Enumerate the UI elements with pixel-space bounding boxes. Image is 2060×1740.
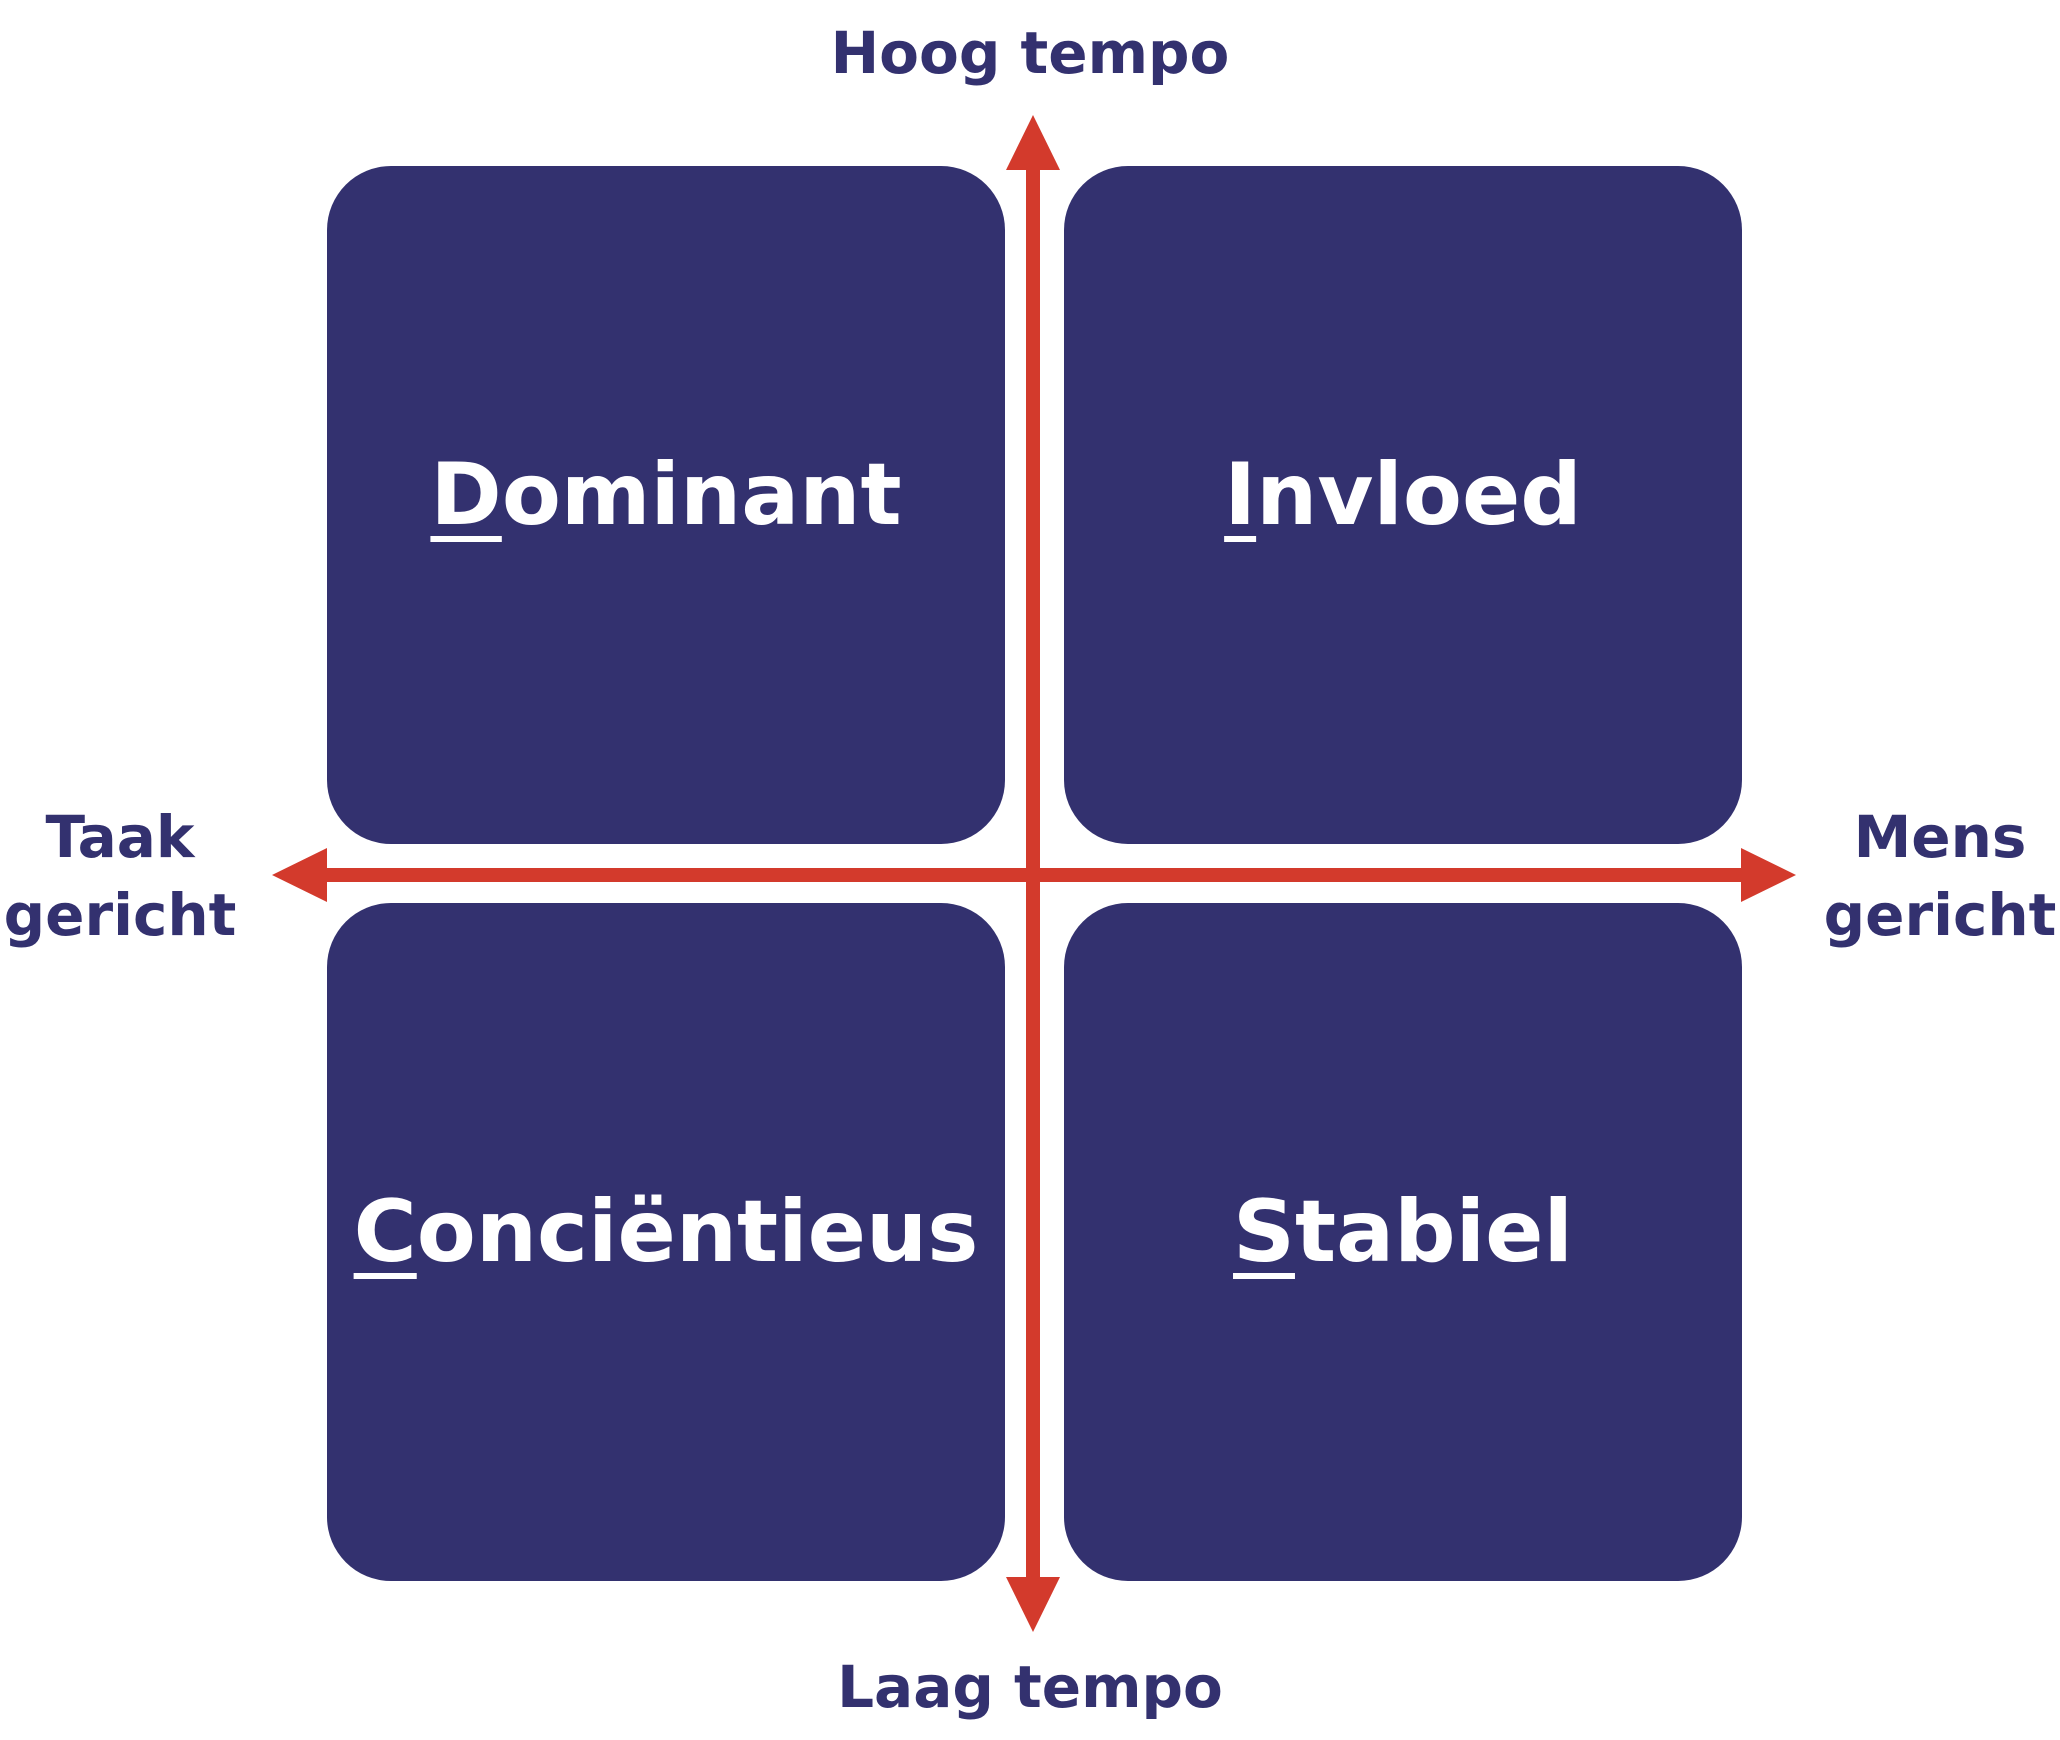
axis-label-right-line2: gericht <box>1823 881 2057 949</box>
quadrant-dominant-rest: ominant <box>501 445 902 545</box>
axis-label-right-line1: Mens <box>1853 803 2027 871</box>
axis-label-right: Mens gericht <box>1820 798 2060 954</box>
arrow-up-icon <box>1006 115 1060 170</box>
quadrant-concientieus-initial: C <box>353 1182 417 1282</box>
horizontal-axis-line <box>315 868 1755 882</box>
arrow-right-icon <box>1741 848 1796 902</box>
quadrant-dominant: Dominant <box>327 166 1005 844</box>
quadrant-concientieus: Conciëntieus <box>327 903 1005 1581</box>
axis-label-left-line1: Taak <box>45 803 195 871</box>
quadrant-invloed-rest: nvloed <box>1256 445 1582 545</box>
quadrant-concientieus-label: Conciëntieus <box>354 1182 979 1282</box>
quadrant-stabiel: Stabiel <box>1064 903 1742 1581</box>
quadrant-invloed-initial: I <box>1224 445 1257 545</box>
quadrant-concientieus-rest: onciëntieus <box>416 1182 979 1282</box>
quadrant-invloed-label: Invloed <box>1224 445 1582 545</box>
axis-label-bottom: Laag tempo <box>837 1653 1223 1721</box>
quadrant-stabiel-initial: S <box>1233 1182 1295 1282</box>
axis-label-top: Hoog tempo <box>830 19 1230 87</box>
axis-label-left: Taak gericht <box>0 798 240 954</box>
quadrant-invloed: Invloed <box>1064 166 1742 844</box>
arrow-left-icon <box>272 848 327 902</box>
quadrant-stabiel-rest: tabiel <box>1294 1182 1573 1282</box>
arrow-down-icon <box>1006 1577 1060 1632</box>
quadrant-stabiel-label: Stabiel <box>1233 1182 1573 1282</box>
axis-label-left-line2: gericht <box>3 881 237 949</box>
quadrant-dominant-label: Dominant <box>430 445 901 545</box>
quadrant-dominant-initial: D <box>430 445 502 545</box>
